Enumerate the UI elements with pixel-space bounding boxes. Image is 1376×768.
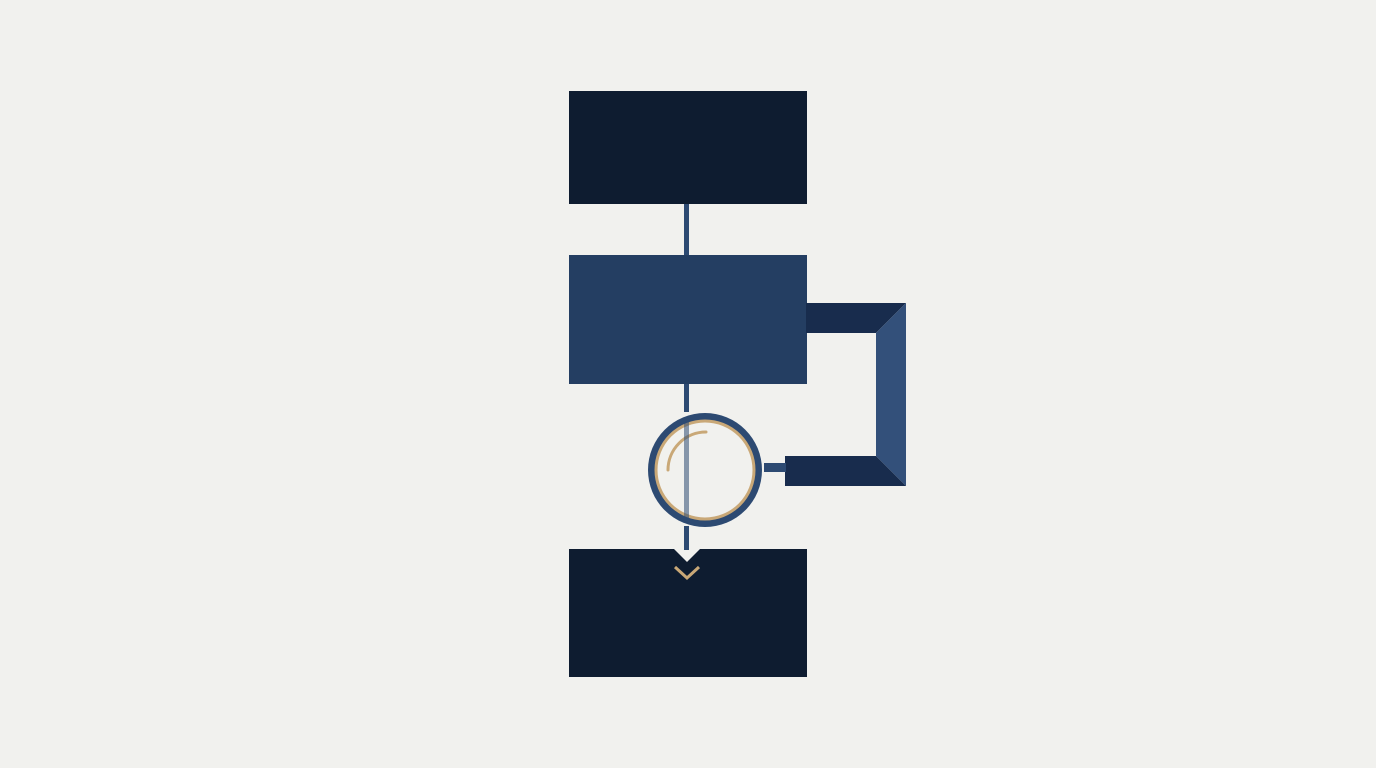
lens-face: [656, 421, 754, 519]
feedback-bracket: [764, 303, 906, 486]
bracket-top-arm: [806, 303, 906, 333]
connector-middle-lens: [684, 382, 689, 412]
bracket-side: [876, 303, 906, 486]
bracket-link: [764, 463, 786, 472]
magnifier-icon: [666, 430, 708, 472]
connector-lens-bottom: [684, 526, 689, 550]
chevron-down-icon: [673, 565, 701, 581]
lens-node: [648, 413, 762, 527]
bottom-block: [569, 549, 807, 677]
top-block: [569, 91, 807, 204]
middle-block: [569, 255, 807, 384]
lens-gold-rim: [654, 419, 756, 521]
connector-top-middle: [684, 203, 689, 257]
connector-through-lens: [684, 420, 689, 520]
bracket-bottom-arm: [785, 456, 906, 486]
